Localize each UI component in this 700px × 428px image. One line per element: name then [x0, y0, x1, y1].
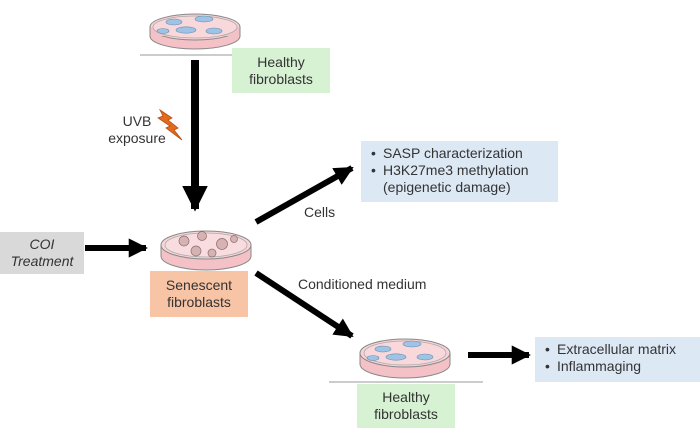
label-line: UVB: [122, 113, 152, 129]
node-line: fibroblasts: [249, 70, 313, 87]
senescent-results-box: SASP characterization H3K27me3 methylati…: [361, 141, 558, 202]
arrow-cells: [254, 165, 354, 225]
node-line: Senescent: [165, 277, 233, 293]
node-line: Healthy: [382, 389, 430, 405]
label-line: exposure: [108, 130, 166, 146]
result-item: H3K27me3 methylation (epigenetic damage): [369, 162, 550, 196]
coi-treatment-node: COI Treatment: [0, 232, 84, 274]
lightning-icon: [157, 108, 183, 141]
healthy-results-box: Extracellular matrix Inflammaging: [535, 337, 700, 382]
petri-dish-healthy-bottom-icon: [329, 338, 483, 383]
result-item: Inflammaging: [543, 358, 692, 375]
senescent-fibroblasts-node: Senescent fibroblasts: [150, 271, 248, 317]
petri-dish-healthy-icon: [140, 13, 257, 56]
node-line: Treatment: [10, 253, 74, 269]
healthy-fibroblasts-top-node: Healthy fibroblasts: [232, 48, 330, 93]
cells-label: Cells: [304, 204, 336, 220]
petri-dish-senescent-icon: [160, 230, 252, 271]
node-line: Healthy: [257, 53, 305, 70]
conditioned-medium-label: Conditioned medium: [298, 276, 427, 292]
arrow-conditioned-medium: [254, 270, 354, 339]
result-item: Extracellular matrix: [543, 341, 692, 358]
uvb-exposure-label: UVB exposure: [105, 113, 169, 147]
node-line: fibroblasts: [167, 294, 231, 310]
node-line: fibroblasts: [374, 406, 438, 422]
result-item: SASP characterization: [369, 145, 550, 162]
healthy-fibroblasts-bottom-node: Healthy fibroblasts: [357, 384, 455, 428]
node-line: COI: [29, 236, 55, 252]
